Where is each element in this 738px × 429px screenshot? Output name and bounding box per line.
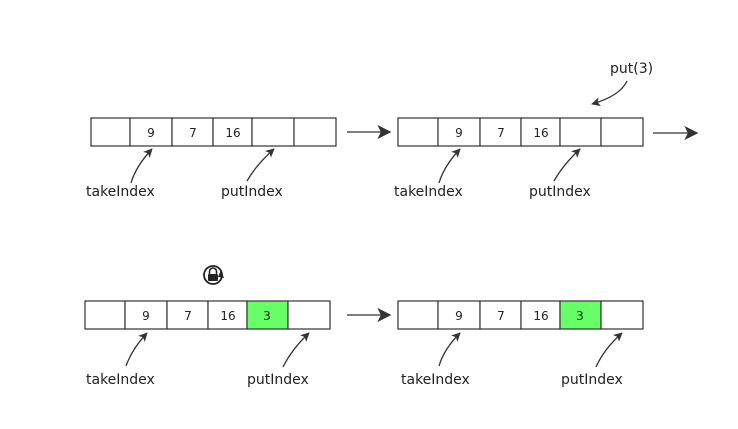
array-cell — [124, 300, 168, 330]
array-cell — [166, 300, 209, 330]
cell-value: 16 — [533, 309, 548, 323]
array-cell — [251, 117, 295, 147]
cell-value: 9 — [455, 126, 463, 140]
array-cell — [520, 300, 561, 330]
array-cell — [479, 300, 522, 330]
put-index-pointer — [282, 332, 310, 368]
array-cells — [397, 117, 644, 147]
put-operation-arrow — [591, 80, 628, 107]
cell-value: 3 — [263, 309, 271, 323]
take-index-label: takeIndex — [86, 184, 155, 200]
put-index-label: putIndex — [529, 184, 591, 200]
array-cell — [293, 117, 337, 147]
array-cell — [129, 117, 173, 147]
array-cell — [212, 117, 253, 147]
cell-value: 3 — [576, 309, 584, 323]
cell-value: 9 — [142, 309, 150, 323]
take-index-pointer — [125, 332, 148, 367]
array-step3: 9 7 16 3 takeIndex putIndex — [84, 300, 331, 388]
put-index-pointer — [595, 332, 623, 368]
array-step2: 9 7 16 takeIndex putIndex put(3) — [394, 61, 653, 200]
put-index-pointer — [553, 148, 581, 182]
take-index-pointer — [438, 332, 461, 367]
cell-value: 7 — [497, 126, 505, 140]
array-cells — [90, 117, 337, 147]
cell-value: 7 — [184, 309, 192, 323]
take-index-pointer — [130, 148, 153, 184]
array-step1: 9 7 16 takeIndex putIndex — [86, 117, 337, 200]
array-cell — [559, 117, 602, 147]
cell-value: 9 — [455, 309, 463, 323]
array-cell — [90, 117, 131, 147]
array-cells — [84, 300, 331, 330]
put-index-label: putIndex — [247, 372, 309, 388]
array-cell — [84, 300, 126, 330]
put-index-label: putIndex — [221, 184, 283, 200]
take-index-pointer — [438, 148, 461, 184]
array-cell — [207, 300, 248, 330]
take-index-label: takeIndex — [86, 372, 155, 388]
put-operation-label: put(3) — [610, 61, 653, 77]
cell-value: 16 — [220, 309, 235, 323]
take-index-label: takeIndex — [401, 372, 470, 388]
array-cell — [171, 117, 214, 147]
array-cell — [600, 300, 644, 330]
array-cell — [287, 300, 331, 330]
take-index-label: takeIndex — [394, 184, 463, 200]
put-index-pointer — [246, 148, 275, 182]
cell-value: 7 — [189, 126, 197, 140]
cell-value: 16 — [533, 126, 548, 140]
lock-icon — [203, 265, 224, 285]
cell-value: 7 — [497, 309, 505, 323]
array-cell — [397, 117, 439, 147]
array-cell — [600, 117, 644, 147]
array-cells — [397, 300, 644, 330]
cell-value: 9 — [147, 126, 155, 140]
array-cell — [397, 300, 439, 330]
put-index-label: putIndex — [561, 372, 623, 388]
array-cell — [437, 300, 481, 330]
cell-value: 16 — [225, 126, 240, 140]
array-step4: 9 7 16 3 takeIndex putIndex — [397, 300, 644, 388]
